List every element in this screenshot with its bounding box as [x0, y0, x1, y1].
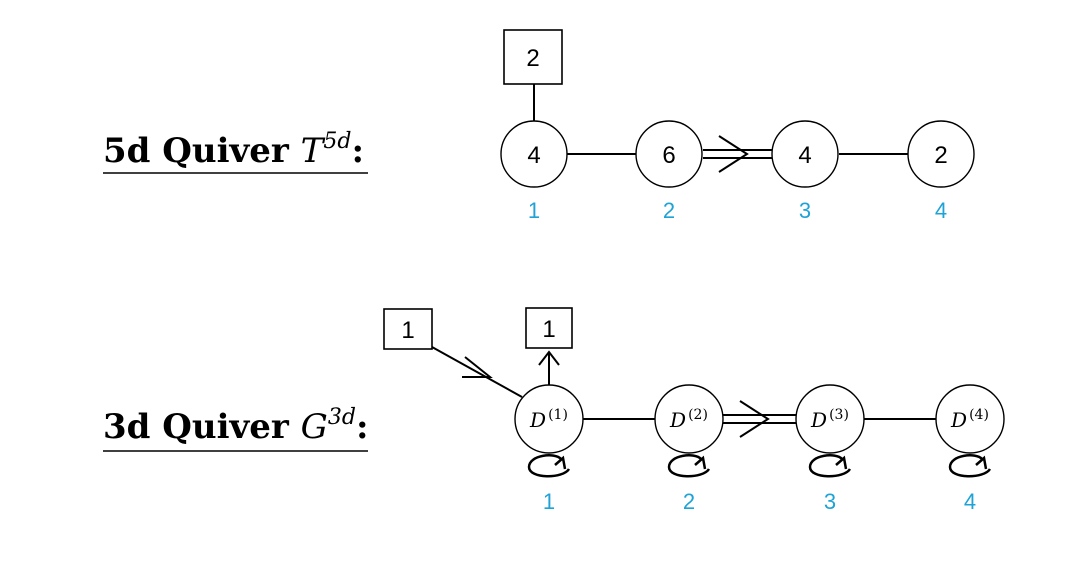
flavor-in-node-3d-label: 1: [401, 317, 414, 344]
gauge-node-3d-4: D(4): [935, 384, 1005, 454]
self-loop-arrow-3d-2: [667, 454, 711, 478]
node-index-5d-4: 4: [935, 198, 947, 223]
node-index-3d-2: 2: [683, 489, 695, 514]
gauge-node-5d-3: 4: [771, 120, 839, 188]
gauge-node-3d-3: D(3): [795, 384, 865, 454]
gauge-node-3d-2-label: D(2): [669, 407, 708, 432]
gauge-node-5d-3-label: 4: [798, 142, 811, 169]
gauge-node-5d-1-label: 4: [527, 142, 540, 169]
quiver-5d-title: 5d Quiver T5d:: [103, 129, 364, 171]
gauge-node-3d-1: D(1): [514, 384, 584, 454]
quiver-3d: 3d Quiver G3d: 1 1 D(1): [103, 307, 1005, 514]
self-loop-arrow-3d-4: [948, 454, 992, 478]
self-loop-arrow-3d-3: [808, 454, 852, 478]
node-index-5d-2: 2: [663, 198, 675, 223]
flavor-out-arrow-3d: [538, 350, 560, 386]
gauge-node-3d-4-label: D(4): [950, 407, 989, 432]
gauge-node-5d-2: 6: [635, 120, 703, 188]
gauge-node-3d-2: D(2): [654, 384, 724, 454]
node-index-3d-3: 3: [824, 489, 836, 514]
node-index-3d-4: 4: [964, 489, 976, 514]
flavor-in-arrow-3d: [431, 346, 523, 398]
flavor-in-node-3d: [383, 308, 433, 350]
gauge-node-5d-1: 4: [500, 120, 568, 188]
self-loop-arrow-3d-1: [527, 454, 571, 478]
quiver-5d: 5d Quiver T5d: 2 4 6 4 2: [103, 29, 975, 223]
quiver-3d-title: 3d Quiver G3d:: [103, 405, 369, 447]
flavor-node-5d-label: 2: [526, 45, 539, 72]
flavor-out-node-3d: [525, 307, 573, 349]
node-index-5d-1: 1: [528, 198, 540, 223]
gauge-node-5d-4: 2: [907, 120, 975, 188]
gauge-node-5d-4-label: 2: [934, 142, 947, 169]
node-index-5d-3: 3: [799, 198, 811, 223]
gauge-node-3d-3-label: D(3): [810, 407, 849, 432]
gauge-node-3d-1-label: D(1): [529, 407, 568, 432]
flavor-out-node-3d-label: 1: [542, 316, 555, 343]
double-edge-arrow-3d-2-3: [723, 400, 796, 438]
gauge-node-5d-2-label: 6: [662, 142, 675, 169]
double-edge-arrow-5d-2-3: [703, 135, 772, 173]
node-index-3d-1: 1: [543, 489, 555, 514]
